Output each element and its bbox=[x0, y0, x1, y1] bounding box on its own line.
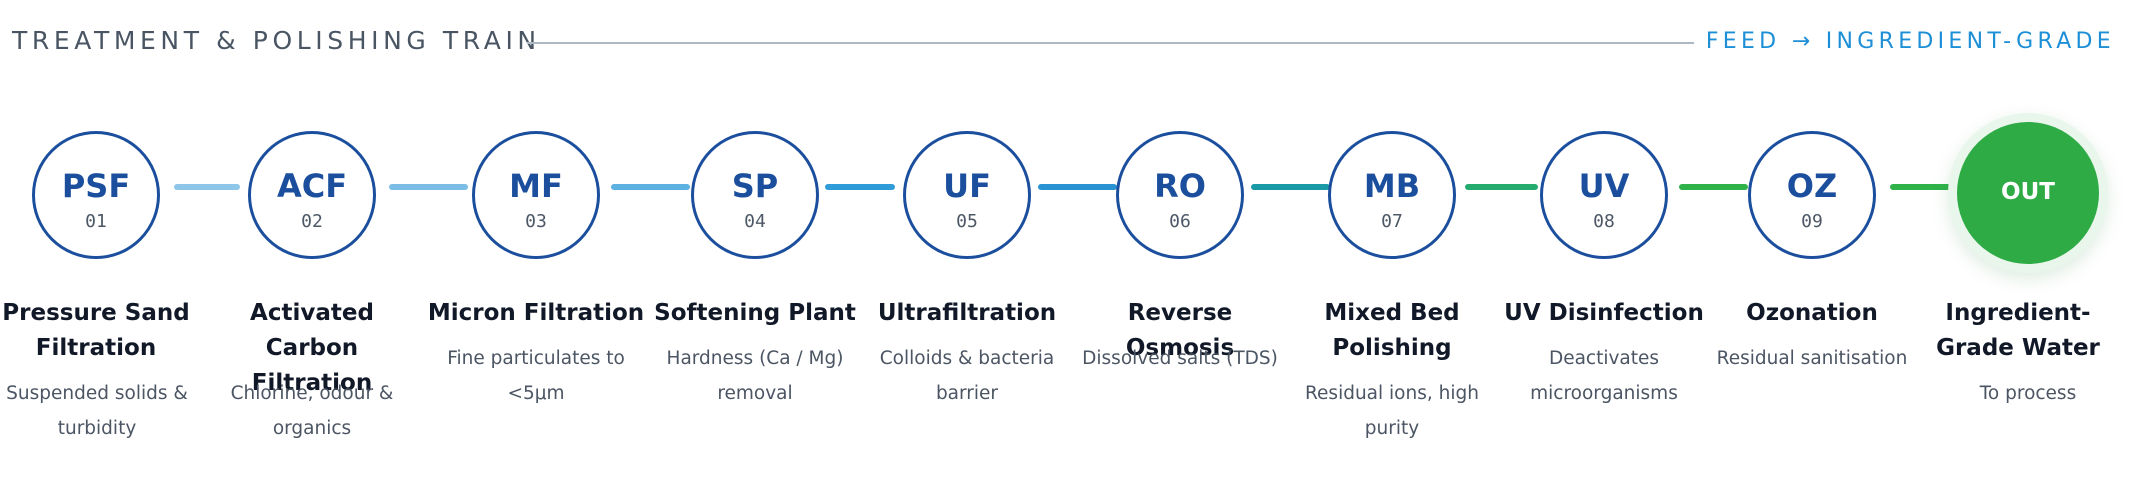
stage-name: Activated Carbon Filtration bbox=[250, 300, 374, 396]
stage-description: Chlorine, odour & organics bbox=[230, 383, 394, 439]
stage-name: Ultrafiltration bbox=[877, 300, 1057, 326]
stage-code: MB bbox=[1363, 167, 1421, 205]
header: TREATMENT & POLISHING TRAIN FEED → INGRE… bbox=[0, 0, 2141, 90]
stage-node-acf: ACF 02 bbox=[248, 131, 376, 259]
stage-description: Deactivates microorganisms bbox=[1530, 348, 1678, 404]
stage-description: Colloids & bacteria barrier bbox=[879, 348, 1055, 404]
stage-node-mb: MB 07 bbox=[1328, 131, 1456, 259]
stage-node-uv: UV 08 bbox=[1540, 131, 1668, 259]
stage-number: 04 bbox=[744, 211, 766, 232]
stage-node-ro: RO 06 bbox=[1116, 131, 1244, 259]
stage-description: Residual sanitisation bbox=[1716, 348, 1908, 369]
stage-name: Reverse Osmosis bbox=[1125, 300, 1235, 361]
stage-description: Residual ions, high purity bbox=[1305, 383, 1479, 439]
stage-node-oz: OZ 09 bbox=[1748, 131, 1876, 259]
header-divider bbox=[527, 42, 1694, 44]
stage-node-mf: MF 03 bbox=[472, 131, 600, 259]
stage-name: Ozonation bbox=[1746, 300, 1878, 326]
stage-description: Fine particulates to <5μm bbox=[447, 348, 625, 404]
stage-number: 01 bbox=[85, 211, 107, 232]
stage-code: OZ bbox=[1786, 167, 1838, 205]
output-name: Ingredient-Grade Water bbox=[1936, 300, 2100, 361]
connector-mf-sp bbox=[611, 184, 690, 190]
stage-code: MF bbox=[509, 167, 563, 205]
stage-node-psf: PSF 01 bbox=[32, 131, 160, 259]
stage-description: Suspended solids & turbidity bbox=[6, 383, 188, 439]
output-code: OUT bbox=[2001, 179, 2055, 205]
stage-name: Pressure Sand Filtration bbox=[2, 300, 190, 361]
flow-direction-tag: FEED → INGREDIENT-GRADE bbox=[1705, 29, 2115, 54]
stage-number: 09 bbox=[1801, 211, 1823, 232]
connector-uv-oz bbox=[1679, 184, 1748, 190]
connector-ro-mb bbox=[1251, 184, 1330, 190]
stage-code: UV bbox=[1578, 167, 1630, 205]
stage-node-uf: UF 05 bbox=[903, 131, 1031, 259]
connector-uf-ro bbox=[1038, 184, 1117, 190]
output-description: To process bbox=[1979, 383, 2077, 404]
connector-sp-uf bbox=[825, 184, 895, 190]
stage-code: UF bbox=[943, 167, 991, 205]
stage-node-sp: SP 04 bbox=[691, 131, 819, 259]
stage-name: Micron Filtration bbox=[427, 300, 645, 326]
stage-name: Mixed Bed Polishing bbox=[1324, 300, 1460, 361]
stage-number: 08 bbox=[1593, 211, 1615, 232]
connector-psf-acf bbox=[174, 184, 240, 190]
stage-description: Dissolved salts (TDS) bbox=[1082, 348, 1278, 369]
stage-name: UV Disinfection bbox=[1504, 300, 1704, 326]
stage-code: RO bbox=[1154, 167, 1206, 205]
stage-number: 07 bbox=[1381, 211, 1403, 232]
stage-number: 03 bbox=[525, 211, 547, 232]
output-node: OUT bbox=[1957, 122, 2099, 264]
stage-number: 06 bbox=[1169, 211, 1191, 232]
stage-code: SP bbox=[731, 167, 779, 205]
stage-number: 05 bbox=[956, 211, 978, 232]
stage-number: 02 bbox=[301, 211, 323, 232]
stage-code: ACF bbox=[276, 167, 348, 205]
diagram-title: TREATMENT & POLISHING TRAIN bbox=[12, 26, 541, 55]
stage-name: Softening Plant bbox=[654, 300, 856, 326]
stage-code: PSF bbox=[61, 167, 131, 205]
connector-oz-out bbox=[1890, 184, 1954, 190]
stage-description: Hardness (Ca / Mg) removal bbox=[666, 348, 844, 404]
connector-acf-mf bbox=[389, 184, 468, 190]
connector-mb-uv bbox=[1465, 184, 1538, 190]
